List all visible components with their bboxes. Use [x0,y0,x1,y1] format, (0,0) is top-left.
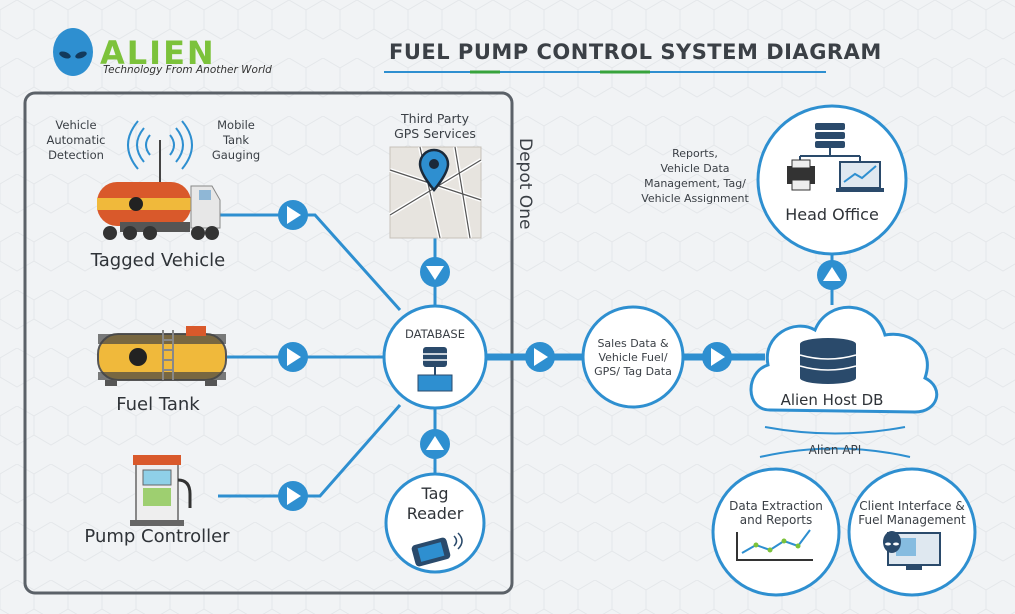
tag-reader-node [384,472,486,574]
fuel-tank-label: Fuel Tank [116,394,200,415]
tag-reader-label: Tag Reader [406,484,464,523]
head-office-node [756,104,908,256]
api-label: Alien API [808,443,862,457]
database-label: DATABASE [405,327,465,341]
pump-controller-label: Pump Controller [84,526,230,547]
reports-note: Reports, Vehicle Data Management, Tag/ V… [641,147,749,205]
gps-map-icon [388,146,483,239]
page-title: FUEL PUMP CONTROL SYSTEM DIAGRAM [389,40,882,64]
tanker-truck-icon [97,182,221,240]
data-extraction-node [711,467,841,597]
fuel-pump-icon [130,455,192,526]
tagged-vehicle-label: Tagged Vehicle [90,250,226,271]
vehicle-right-note: Mobile Tank Gauging [211,118,261,162]
depot-frame [23,91,514,595]
head-office-label: Head Office [785,205,879,224]
api-arcs [759,426,911,458]
arrow-up-icon [420,429,450,459]
arrow-up-icon [817,260,847,290]
brand-name: ALIEN [100,34,216,72]
signal-antenna-icon [127,120,193,185]
arrow-right-icon [278,481,308,511]
depot-label: Depot One [515,138,535,230]
cloud-node [749,305,939,414]
alien-head-icon [883,531,901,553]
arrow-right-icon [278,200,308,230]
server-icon [799,123,861,162]
gps-label: Third Party GPS Services [394,111,476,141]
sales-data-label: Sales Data & Vehicle Fuel/ GPS/ Tag Data [594,337,672,378]
laptop-chart-icon [836,161,884,192]
client-interface-node [847,467,977,597]
alien-logo-icon [53,28,93,76]
printer-icon [787,159,815,191]
data-extraction-label: Data Extraction and Reports [729,499,823,527]
database-icon [417,347,453,392]
host-db-label: Alien Host DB [780,391,884,409]
vehicle-left-note: Vehicle Automatic Detection [46,118,106,162]
database-cylinder-icon [799,338,857,384]
arrow-right-icon [702,342,732,372]
sales-data-node [581,305,685,409]
arrow-down-icon [420,257,450,287]
line-chart-icon [736,529,813,561]
database-node [382,304,488,410]
brand-tagline: Technology From Another World [103,64,272,76]
client-interface-label: Client Interface & Fuel Management [858,499,966,527]
arrow-right-icon [525,342,555,372]
arrow-right-icon [278,342,308,372]
fuel-tank-icon [97,326,227,386]
tag-reader-device-icon [411,532,463,567]
